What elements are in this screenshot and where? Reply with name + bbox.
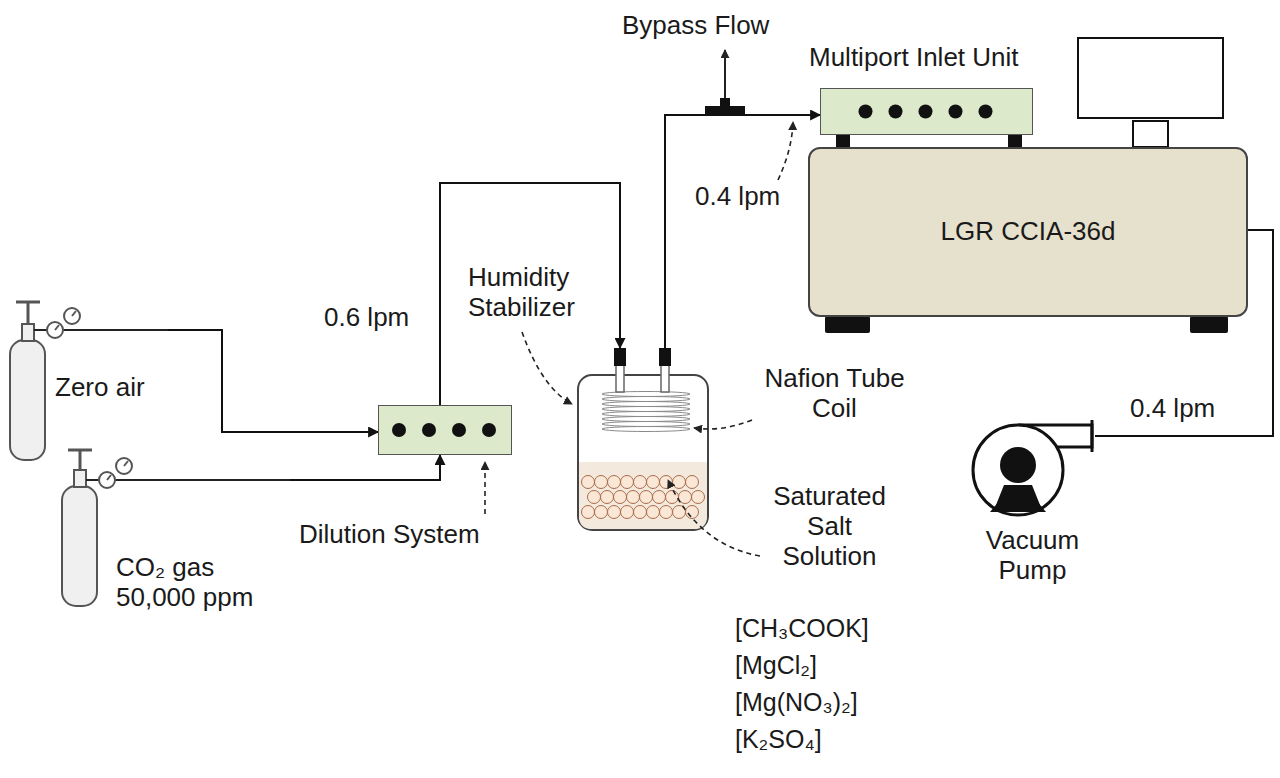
- coil-turn: [602, 412, 690, 417]
- salt-label: [MgCl₂]: [735, 651, 817, 680]
- port-dot: [482, 423, 496, 437]
- coil-turn: [602, 397, 690, 402]
- node-text: Humidity Stabilizer: [468, 263, 613, 323]
- dilution-box: Dilution System: [378, 405, 512, 455]
- node-text: Vacuum Pump: [960, 526, 1105, 586]
- port-dot: [422, 423, 436, 437]
- salt-bead: [686, 476, 699, 489]
- port-dot: [452, 423, 466, 437]
- salt-bead: [647, 476, 660, 489]
- node-text: Multiport Inlet Unit: [809, 43, 1019, 73]
- humidity-stabilizer: Humidity Stabilizer: [578, 348, 708, 530]
- flow-rate: 0.4 lpm: [693, 182, 782, 212]
- salt-beads: [582, 476, 705, 519]
- salt-bead: [595, 476, 608, 489]
- part-label: Nafion Tube Coil: [752, 364, 917, 424]
- salt-bead: [692, 491, 705, 504]
- port-dot: [979, 105, 993, 119]
- salt-bead: [582, 476, 595, 489]
- port-dots: [379, 406, 513, 456]
- node-text: LGR CCIA-36d: [941, 217, 1116, 247]
- flow-line: [440, 183, 620, 405]
- salt-bead: [588, 491, 601, 504]
- coil-turn: [602, 417, 690, 422]
- salt-bead: [640, 491, 653, 504]
- node-text: Dilution System: [299, 520, 480, 550]
- salt-bead: [621, 476, 634, 489]
- salt-bead: [621, 506, 634, 519]
- port-dot: [859, 105, 873, 119]
- port-dot: [919, 105, 933, 119]
- gas-cylinder: Zero air: [8, 295, 168, 465]
- part-label: Saturated Salt Solution: [762, 482, 897, 572]
- salt-bead: [601, 491, 614, 504]
- salt-bead: [608, 476, 621, 489]
- leader-line: [485, 122, 793, 556]
- humidity-jar: [578, 348, 708, 530]
- flow-label: Bypass Flow: [622, 11, 769, 41]
- node-text: CO₂ gas 50,000 ppm: [116, 553, 271, 613]
- coil-turn: [602, 392, 690, 397]
- flow-rate: 0.6 lpm: [322, 303, 411, 333]
- inlet-unit: Multiport Inlet Unit: [820, 88, 1033, 135]
- salt-bead: [595, 506, 608, 519]
- port-dot: [889, 105, 903, 119]
- salt-bead: [634, 476, 647, 489]
- salt-bead: [666, 491, 679, 504]
- coil-turn: [602, 422, 690, 427]
- coil-turn: [602, 407, 690, 412]
- coil-turn: [602, 402, 690, 407]
- flow-line: [665, 115, 820, 348]
- salt-bead: [647, 506, 660, 519]
- salt-label: [Mg(NO₃)₂]: [735, 688, 858, 717]
- salt-bead: [582, 506, 595, 519]
- salt-bead: [653, 491, 666, 504]
- salt-bead: [627, 491, 640, 504]
- bypass-tee: [705, 50, 745, 116]
- port-dot: [949, 105, 963, 119]
- salt-bead: [614, 491, 627, 504]
- salt-bead: [686, 506, 699, 519]
- vacuum-pump: Vacuum Pump: [970, 420, 1095, 520]
- nafion-coil: [602, 392, 690, 432]
- vacuum-pump: [973, 420, 1092, 515]
- monitor: [1078, 38, 1223, 147]
- salt-label: [CH₃COOK]: [735, 614, 869, 643]
- salt-bead: [608, 506, 621, 519]
- port-dots: [821, 89, 1034, 136]
- analyzer-box: LGR CCIA-36d: [808, 147, 1248, 317]
- salt-bead: [634, 506, 647, 519]
- salt-bead: [660, 506, 673, 519]
- flow-line: [290, 455, 440, 480]
- port-dot: [392, 423, 406, 437]
- salt-bead: [673, 476, 686, 489]
- gas-cylinder: [10, 302, 168, 460]
- gas-cylinder: CO₂ gas 50,000 ppm: [60, 450, 290, 615]
- flow-rate: 0.4 lpm: [1128, 394, 1217, 424]
- coil-turn: [602, 427, 690, 432]
- salt-label: [K₂SO₄]: [735, 725, 822, 754]
- node-text: Zero air: [55, 373, 145, 403]
- flow-line: [168, 330, 378, 432]
